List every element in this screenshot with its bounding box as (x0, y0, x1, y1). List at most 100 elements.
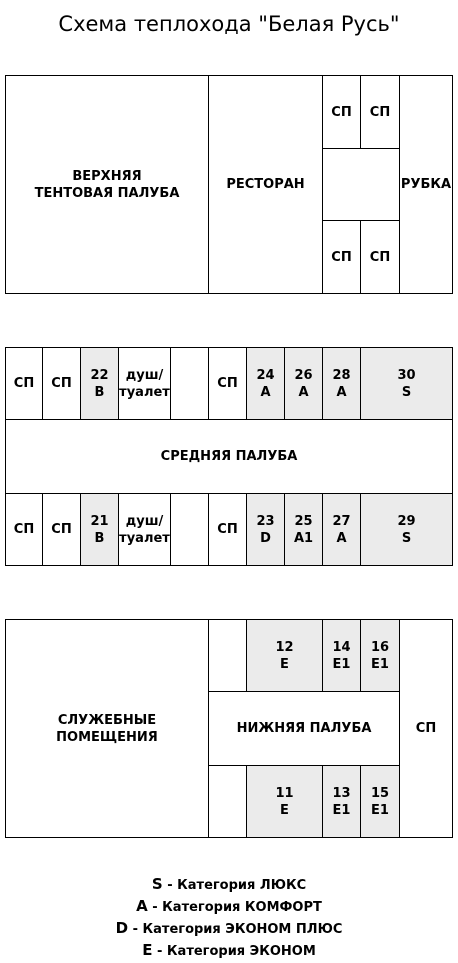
middle-sp-cell[interactable]: СП (42, 493, 81, 566)
cabin-category: D (260, 530, 271, 546)
cabin-number: 30 (397, 367, 416, 383)
legend-key: E (142, 941, 153, 959)
legend-text: - Категория ЭКОНОМ (152, 944, 316, 959)
service-rooms-label: СЛУЖЕБНЫЕ ПОМЕЩЕНИЯ (56, 712, 158, 745)
sp-label: СП (51, 522, 72, 537)
lower-deck-label: НИЖНЯЯ ПАЛУБА (236, 721, 372, 736)
middle-sp-cell[interactable]: СП (208, 493, 247, 566)
cabin-category: B (94, 530, 105, 546)
shower-toilet-label: душ/ туалет (119, 367, 170, 400)
service-rooms-area[interactable]: СЛУЖЕБНЫЕ ПОМЕЩЕНИЯ (5, 619, 209, 838)
sp-label: СП (415, 721, 437, 736)
legend-item: D - Категория ЭКОНОМ ПЛЮС (0, 918, 458, 940)
upper-tent-deck-label: ВЕРХНЯЯ ТЕНТОВАЯ ПАЛУБА (34, 168, 180, 201)
cabin-category: E1 (332, 656, 351, 672)
wheelhouse-label: РУБКА (400, 177, 452, 192)
middle-empty-cell (170, 347, 209, 420)
lower-deck-corridor[interactable]: НИЖНЯЯ ПАЛУБА (208, 691, 400, 766)
legend: S - Категория ЛЮКС A - Категория КОМФОРТ… (0, 874, 458, 962)
cabin-category: E (280, 802, 289, 818)
legend-key: S (151, 875, 163, 893)
sp-label: СП (369, 249, 391, 265)
shower-toilet-label: душ/ туалет (119, 513, 170, 546)
lower-empty-cell (208, 765, 247, 838)
lower-sp-cell[interactable]: СП (399, 619, 453, 838)
cabin-number: 14 (332, 639, 351, 655)
cabin-category: A (336, 384, 347, 400)
middle-deck-label: СРЕДНЯЯ ПАЛУБА (160, 449, 298, 464)
cabin-category: E (280, 656, 289, 672)
cabin-category: B (94, 384, 105, 400)
cabin-category: E1 (332, 802, 351, 818)
upper-tent-deck-area[interactable]: ВЕРХНЯЯ ТЕНТОВАЯ ПАЛУБА (5, 75, 209, 294)
shower-toilet-cell[interactable]: душ/ туалет (118, 493, 171, 566)
cabin-number: 23 (256, 513, 275, 529)
middle-sp-cell[interactable]: СП (5, 347, 43, 420)
middle-empty-cell (170, 493, 209, 566)
cabin-number: 25 (294, 513, 313, 529)
legend-key: D (115, 919, 129, 937)
cabin-number: 13 (332, 785, 351, 801)
cabin-number: 21 (90, 513, 109, 529)
upper-empty-cell (322, 148, 400, 221)
cabin-category: S (401, 384, 412, 400)
sp-label: СП (217, 522, 238, 537)
middle-sp-cell[interactable]: СП (42, 347, 81, 420)
cabin-number: 15 (370, 785, 390, 801)
sp-label: СП (369, 104, 391, 120)
restaurant-area[interactable]: РЕСТОРАН (208, 75, 323, 294)
cabin-category: A (260, 384, 271, 400)
restaurant-label: РЕСТОРАН (226, 177, 305, 192)
middle-sp-cell[interactable]: СП (5, 493, 43, 566)
shower-toilet-cell[interactable]: душ/ туалет (118, 347, 171, 420)
cabin-number: 22 (90, 367, 109, 383)
page-title: Схема теплохода "Белая Русь" (58, 12, 400, 36)
legend-text: - Категория КОМФОРТ (147, 900, 322, 915)
sp-label: СП (51, 376, 72, 391)
upper-sp-cell[interactable]: СП (322, 220, 361, 294)
cabin-number: 28 (332, 367, 351, 383)
cabin-number: 12 (275, 639, 294, 655)
cabin-category: E1 (371, 802, 389, 818)
cabin-category: A (298, 384, 309, 400)
cabin-number: 26 (294, 367, 313, 383)
cabin-number: 11 (275, 785, 294, 801)
sp-label: СП (217, 376, 238, 391)
middle-deck-corridor[interactable]: СРЕДНЯЯ ПАЛУБА (5, 419, 453, 494)
cabin-number: 24 (256, 367, 275, 383)
upper-sp-cell[interactable]: СП (360, 220, 400, 294)
sp-label: СП (13, 376, 35, 391)
upper-sp-cell[interactable]: СП (360, 75, 400, 149)
cabin-number: 29 (397, 513, 416, 529)
middle-sp-cell[interactable]: СП (208, 347, 247, 420)
upper-sp-cell[interactable]: СП (322, 75, 361, 149)
cabin-category: S (401, 530, 412, 546)
legend-key: A (136, 897, 148, 915)
legend-item: A - Категория КОМФОРТ (0, 896, 458, 918)
cabin-number: 27 (332, 513, 351, 529)
cabin-category: E1 (371, 656, 389, 672)
cabin-number: 16 (370, 639, 390, 655)
sp-label: СП (331, 104, 352, 120)
legend-item: S - Категория ЛЮКС (0, 874, 458, 896)
cabin-category: A (336, 530, 347, 546)
wheelhouse-area[interactable]: РУБКА (399, 75, 453, 294)
legend-item: E - Категория ЭКОНОМ (0, 940, 458, 962)
cabin-category: A1 (293, 530, 314, 546)
